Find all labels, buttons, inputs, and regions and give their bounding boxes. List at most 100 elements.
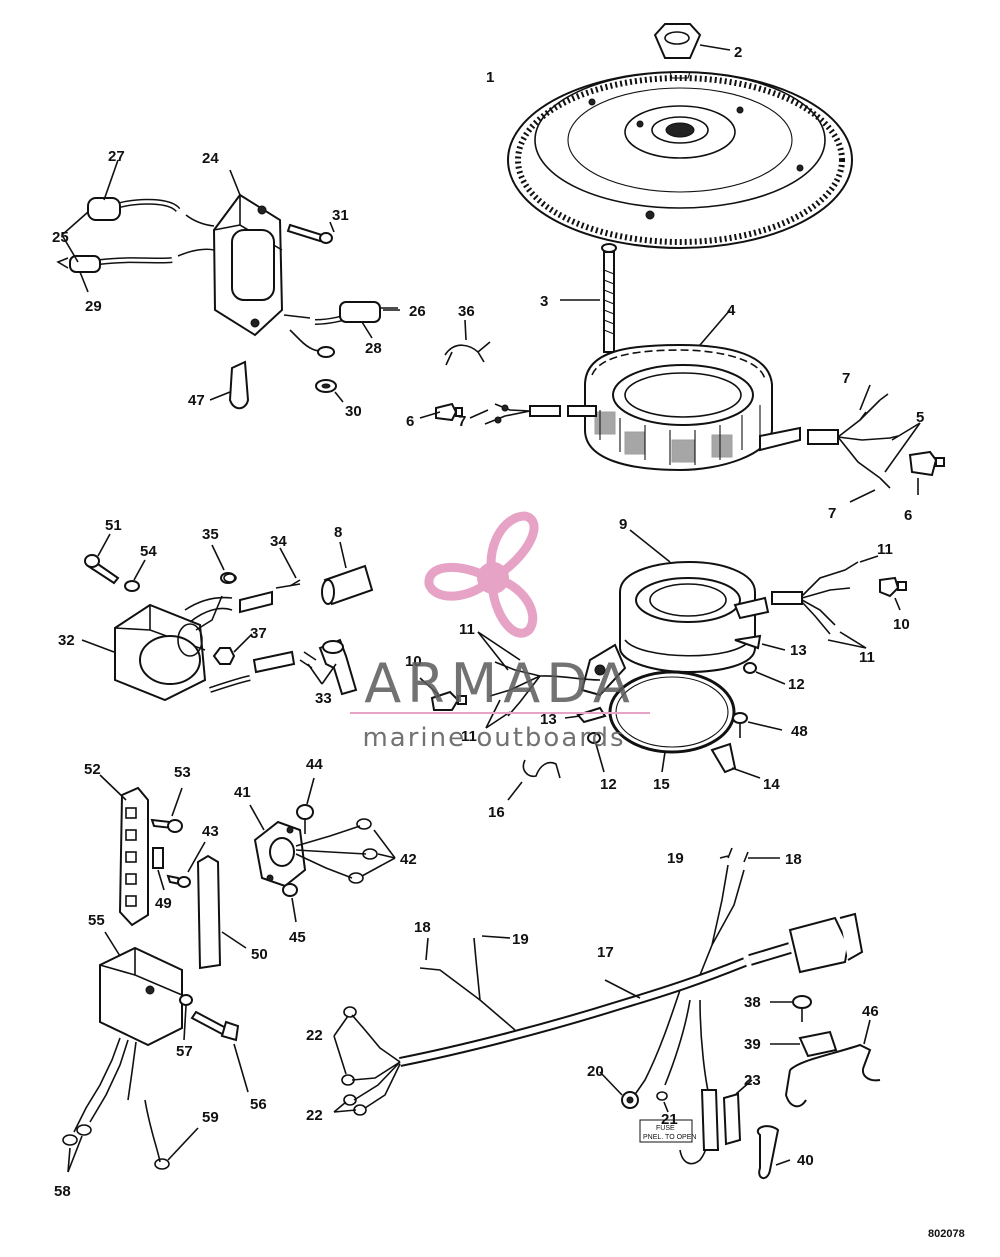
callout-15: 15 — [653, 776, 670, 793]
callout-4: 4 — [727, 302, 736, 319]
callout-12b: 12 — [600, 776, 617, 793]
callout-18b: 18 — [785, 851, 802, 868]
callout-9: 9 — [619, 516, 627, 533]
callout-56: 56 — [250, 1096, 267, 1113]
ignition-coil-part — [81, 603, 207, 702]
screw-51-part — [84, 533, 120, 585]
terminal-35-part — [211, 544, 237, 583]
clamp-39-part — [770, 1030, 838, 1058]
watermark-logo: ARMADA marine outboards — [350, 511, 650, 753]
power-pack-wires — [99, 198, 354, 358]
fuse-label-line2: PNEL. TO OPEN — [643, 1134, 696, 1141]
propeller-icon — [424, 511, 539, 638]
callout-11d: 11 — [859, 649, 875, 666]
callout-2: 2 — [734, 44, 742, 61]
callout-5: 5 — [916, 409, 924, 426]
fuse-label-line1: FUSE — [656, 1125, 675, 1132]
callout-22a: 22 — [306, 1027, 323, 1044]
callout-3: 3 — [540, 293, 548, 310]
clip-49-part — [152, 847, 165, 891]
callout-31: 31 — [332, 207, 349, 224]
leads-42-part — [295, 818, 396, 884]
screw-53-part — [150, 787, 183, 833]
callout-7b: 7 — [842, 370, 850, 387]
callout-7c: 7 — [828, 505, 836, 522]
callout-35: 35 — [202, 526, 219, 543]
screw-48-part — [732, 712, 783, 738]
clip-40-part — [757, 1125, 791, 1179]
flywheel-part — [507, 71, 853, 249]
screw-45-part — [282, 883, 298, 923]
callout-19a: 19 — [512, 931, 529, 948]
sensor-leads-right — [771, 555, 907, 649]
callout-10b: 10 — [893, 616, 910, 633]
callout-52: 52 — [84, 761, 101, 778]
sensor-leads-left — [419, 631, 601, 729]
callout-43: 43 — [202, 823, 219, 840]
callout-54: 54 — [140, 543, 157, 560]
callout-40: 40 — [797, 1152, 814, 1169]
sensor-coil-part — [580, 529, 770, 697]
bracket-13-right — [734, 634, 786, 651]
callout-11c: 11 — [877, 541, 893, 558]
bracket-46-part — [784, 1019, 881, 1108]
bolt-56-part — [190, 1010, 249, 1093]
screw-31-part — [286, 221, 335, 244]
power-pack-part — [212, 169, 284, 337]
callout-25: 25 — [52, 229, 69, 246]
drawing-code: 802078 — [928, 1228, 965, 1240]
sleeve-50-part — [196, 854, 247, 970]
boot-33-part — [299, 638, 358, 696]
callout-27: 27 — [108, 148, 125, 165]
nut-30-part — [315, 379, 344, 403]
callout-44: 44 — [306, 756, 323, 773]
callout-36: 36 — [458, 303, 475, 320]
callout-1: 1 — [486, 69, 494, 86]
clip-16-part — [507, 759, 561, 801]
callout-57: 57 — [176, 1043, 193, 1060]
callout-42: 42 — [400, 851, 417, 868]
callout-29: 29 — [85, 298, 102, 315]
stator-leads-left — [419, 402, 597, 425]
callout-13a: 13 — [790, 642, 807, 659]
spark-plug-boot-27 — [87, 159, 121, 221]
callout-14: 14 — [763, 776, 780, 793]
screw-43-part — [166, 841, 206, 888]
callout-11a: 11 — [459, 621, 475, 638]
clip-14-part — [710, 742, 761, 779]
terminal-34-part — [279, 547, 301, 587]
callout-26: 26 — [409, 303, 426, 320]
screw-44-part — [296, 777, 315, 834]
callout-8: 8 — [334, 524, 342, 541]
callout-21: 21 — [661, 1111, 678, 1128]
callout-48: 48 — [791, 723, 808, 740]
terminal-clamp-part — [249, 804, 307, 888]
callout-45: 45 — [289, 929, 306, 946]
callout-30: 30 — [345, 403, 362, 420]
clip-36-part — [444, 319, 491, 366]
callout-46: 46 — [862, 1003, 879, 1020]
callout-32: 32 — [58, 632, 75, 649]
bracket-13-left — [564, 706, 607, 724]
watermark-tagline: marine outboards — [362, 723, 625, 753]
callout-34: 34 — [270, 533, 287, 550]
callout-6b: 6 — [904, 507, 912, 524]
screw-38-part — [770, 995, 812, 1022]
callout-22b: 22 — [306, 1107, 323, 1124]
stator-leads-right — [759, 384, 945, 503]
connector-8-part — [321, 541, 374, 606]
fuse-holder-23-part — [722, 1079, 753, 1146]
callout-10a: 10 — [405, 653, 422, 670]
callout-19b: 19 — [667, 850, 684, 867]
nut-37-part — [212, 633, 253, 665]
washer-54-part — [124, 559, 146, 592]
callout-16: 16 — [488, 804, 505, 821]
boot-28-part — [339, 301, 398, 339]
callout-53: 53 — [174, 764, 191, 781]
callout-59: 59 — [202, 1109, 219, 1126]
callout-39: 39 — [744, 1036, 761, 1053]
rectifier-part — [99, 931, 183, 1047]
callout-23: 23 — [744, 1072, 761, 1089]
rectifier-wires — [62, 1037, 199, 1173]
